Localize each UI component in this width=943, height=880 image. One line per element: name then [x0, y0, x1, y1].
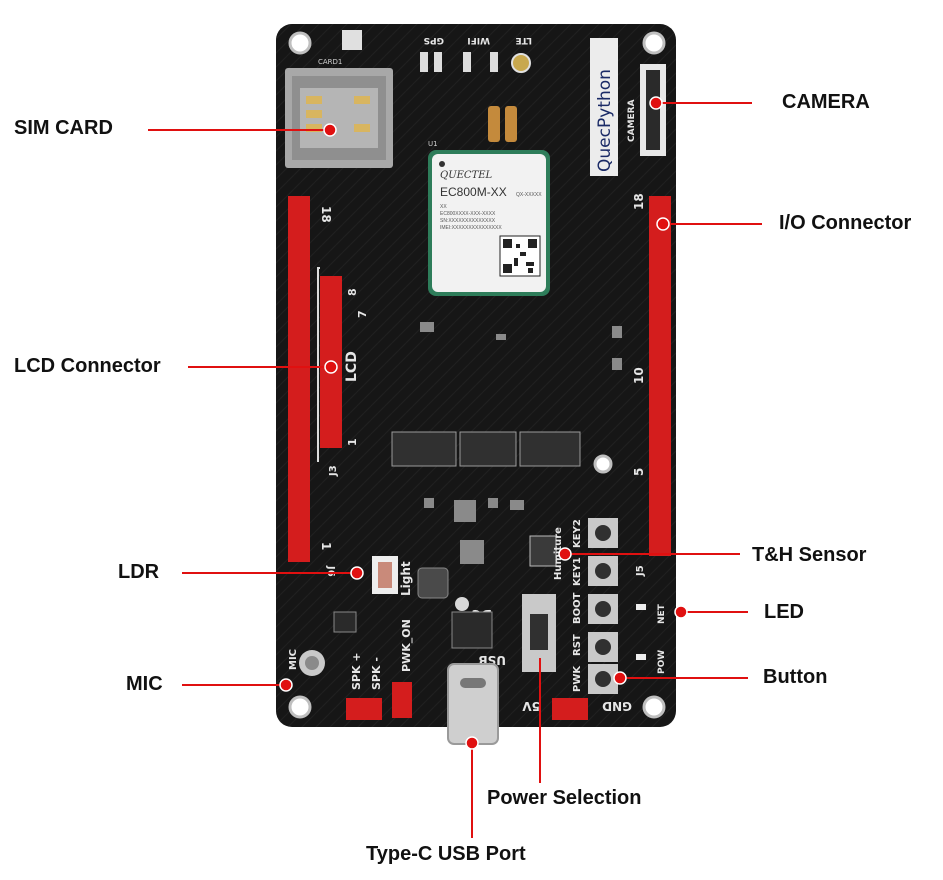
- label-led: LED: [764, 601, 804, 623]
- module-line-1: XX: [440, 204, 447, 210]
- silk-net: NET: [657, 603, 667, 624]
- power-header: [552, 698, 588, 720]
- speaker-header: [346, 698, 382, 720]
- silk-pow: POW: [657, 650, 667, 674]
- label-ldr: LDR: [118, 561, 160, 583]
- silk-pin-1-lcd: 1: [346, 438, 359, 446]
- pwk-on-header: [392, 682, 412, 718]
- module-code: QX-XXXXX: [516, 192, 542, 198]
- silk-pin-1-left: 1: [319, 542, 333, 550]
- mounting-holes: [288, 31, 666, 719]
- module-brand: QUECTEL: [440, 170, 493, 181]
- silk-gnd: GND: [602, 699, 632, 713]
- io-header-left: [288, 196, 310, 562]
- silk-j5: J5: [635, 565, 646, 577]
- silk-rst: RST: [572, 634, 583, 656]
- label-power-selection: Power Selection: [487, 787, 642, 809]
- usb-c-port: [447, 663, 499, 745]
- label-sim-card: SIM CARD: [14, 117, 113, 139]
- silk-key2: KEY2: [572, 519, 583, 548]
- label-lcd-connector: LCD Connector: [14, 355, 161, 377]
- camera-connector: [640, 64, 666, 156]
- silk-lte: LTE: [515, 35, 532, 45]
- silk-light: Light: [399, 561, 413, 596]
- silk-spk-plus: SPK +: [350, 652, 363, 690]
- silk-gps: GPS: [424, 35, 444, 45]
- silk-key1: KEY1: [572, 557, 583, 586]
- silk-pin-5: 5: [632, 468, 646, 476]
- silk-pin-18-left: 18: [319, 206, 333, 223]
- callout-lines: [148, 102, 762, 838]
- silk-mic: MIC: [288, 649, 299, 670]
- push-buttons: [588, 518, 618, 694]
- antenna-connectors: [420, 52, 531, 73]
- passive-components: [420, 322, 622, 564]
- level-shifter-chips: [391, 431, 581, 467]
- power-switch: [522, 594, 556, 672]
- label-th-sensor: T&H Sensor: [752, 544, 867, 566]
- label-button: Button: [763, 666, 828, 688]
- silk-j3: J3: [328, 465, 339, 477]
- ldr-sensor: [372, 556, 398, 594]
- silk-pin-7: 7: [356, 310, 369, 318]
- silk-wifi: WIFI: [467, 35, 490, 45]
- module-line-2: EC800XXXX-XXX-XXXX: [440, 211, 496, 217]
- silk-spk-minus: SPK -: [370, 657, 383, 690]
- io-header-right: [649, 196, 671, 556]
- silk-j6: J6: [325, 565, 336, 577]
- module-model: EC800M-XX: [440, 185, 507, 199]
- silk-boot: BOOT: [572, 592, 583, 624]
- silk-pwk-on: PWK_ON: [400, 619, 413, 672]
- module-line-3: SN:XXXXXXXXXXXXXX: [440, 218, 496, 224]
- silk-pin-18-right: 18: [632, 193, 646, 210]
- silk-lcd: LCD: [344, 351, 360, 382]
- ec800m-module: QUECTEL EC800M-XX QX-XXXXX XX EC800XXXX-…: [428, 140, 550, 296]
- label-usb-port: Type-C USB Port: [366, 843, 526, 865]
- callout-dots: [279, 96, 688, 750]
- silk-camera: CAMERA: [627, 99, 637, 142]
- silk-quecpython: QuecPython: [595, 69, 615, 172]
- module-ref: U1: [428, 140, 438, 148]
- silk-pin-10: 10: [632, 367, 646, 384]
- qr-code-icon: [499, 235, 541, 277]
- silk-pwk: PWK: [572, 665, 583, 692]
- module-line-4: IMEI:XXXXXXXXXXXXXXX: [440, 225, 502, 231]
- silk-pin-8: 8: [346, 288, 359, 296]
- sim-card-holder: [285, 68, 393, 168]
- silk-5v: 5V: [522, 699, 540, 713]
- microphone: [299, 650, 325, 676]
- silk-card1: CARD1: [318, 58, 342, 66]
- label-camera: CAMERA: [782, 91, 870, 113]
- label-io-connector: I/O Connector: [779, 212, 912, 234]
- label-mic: MIC: [126, 673, 163, 695]
